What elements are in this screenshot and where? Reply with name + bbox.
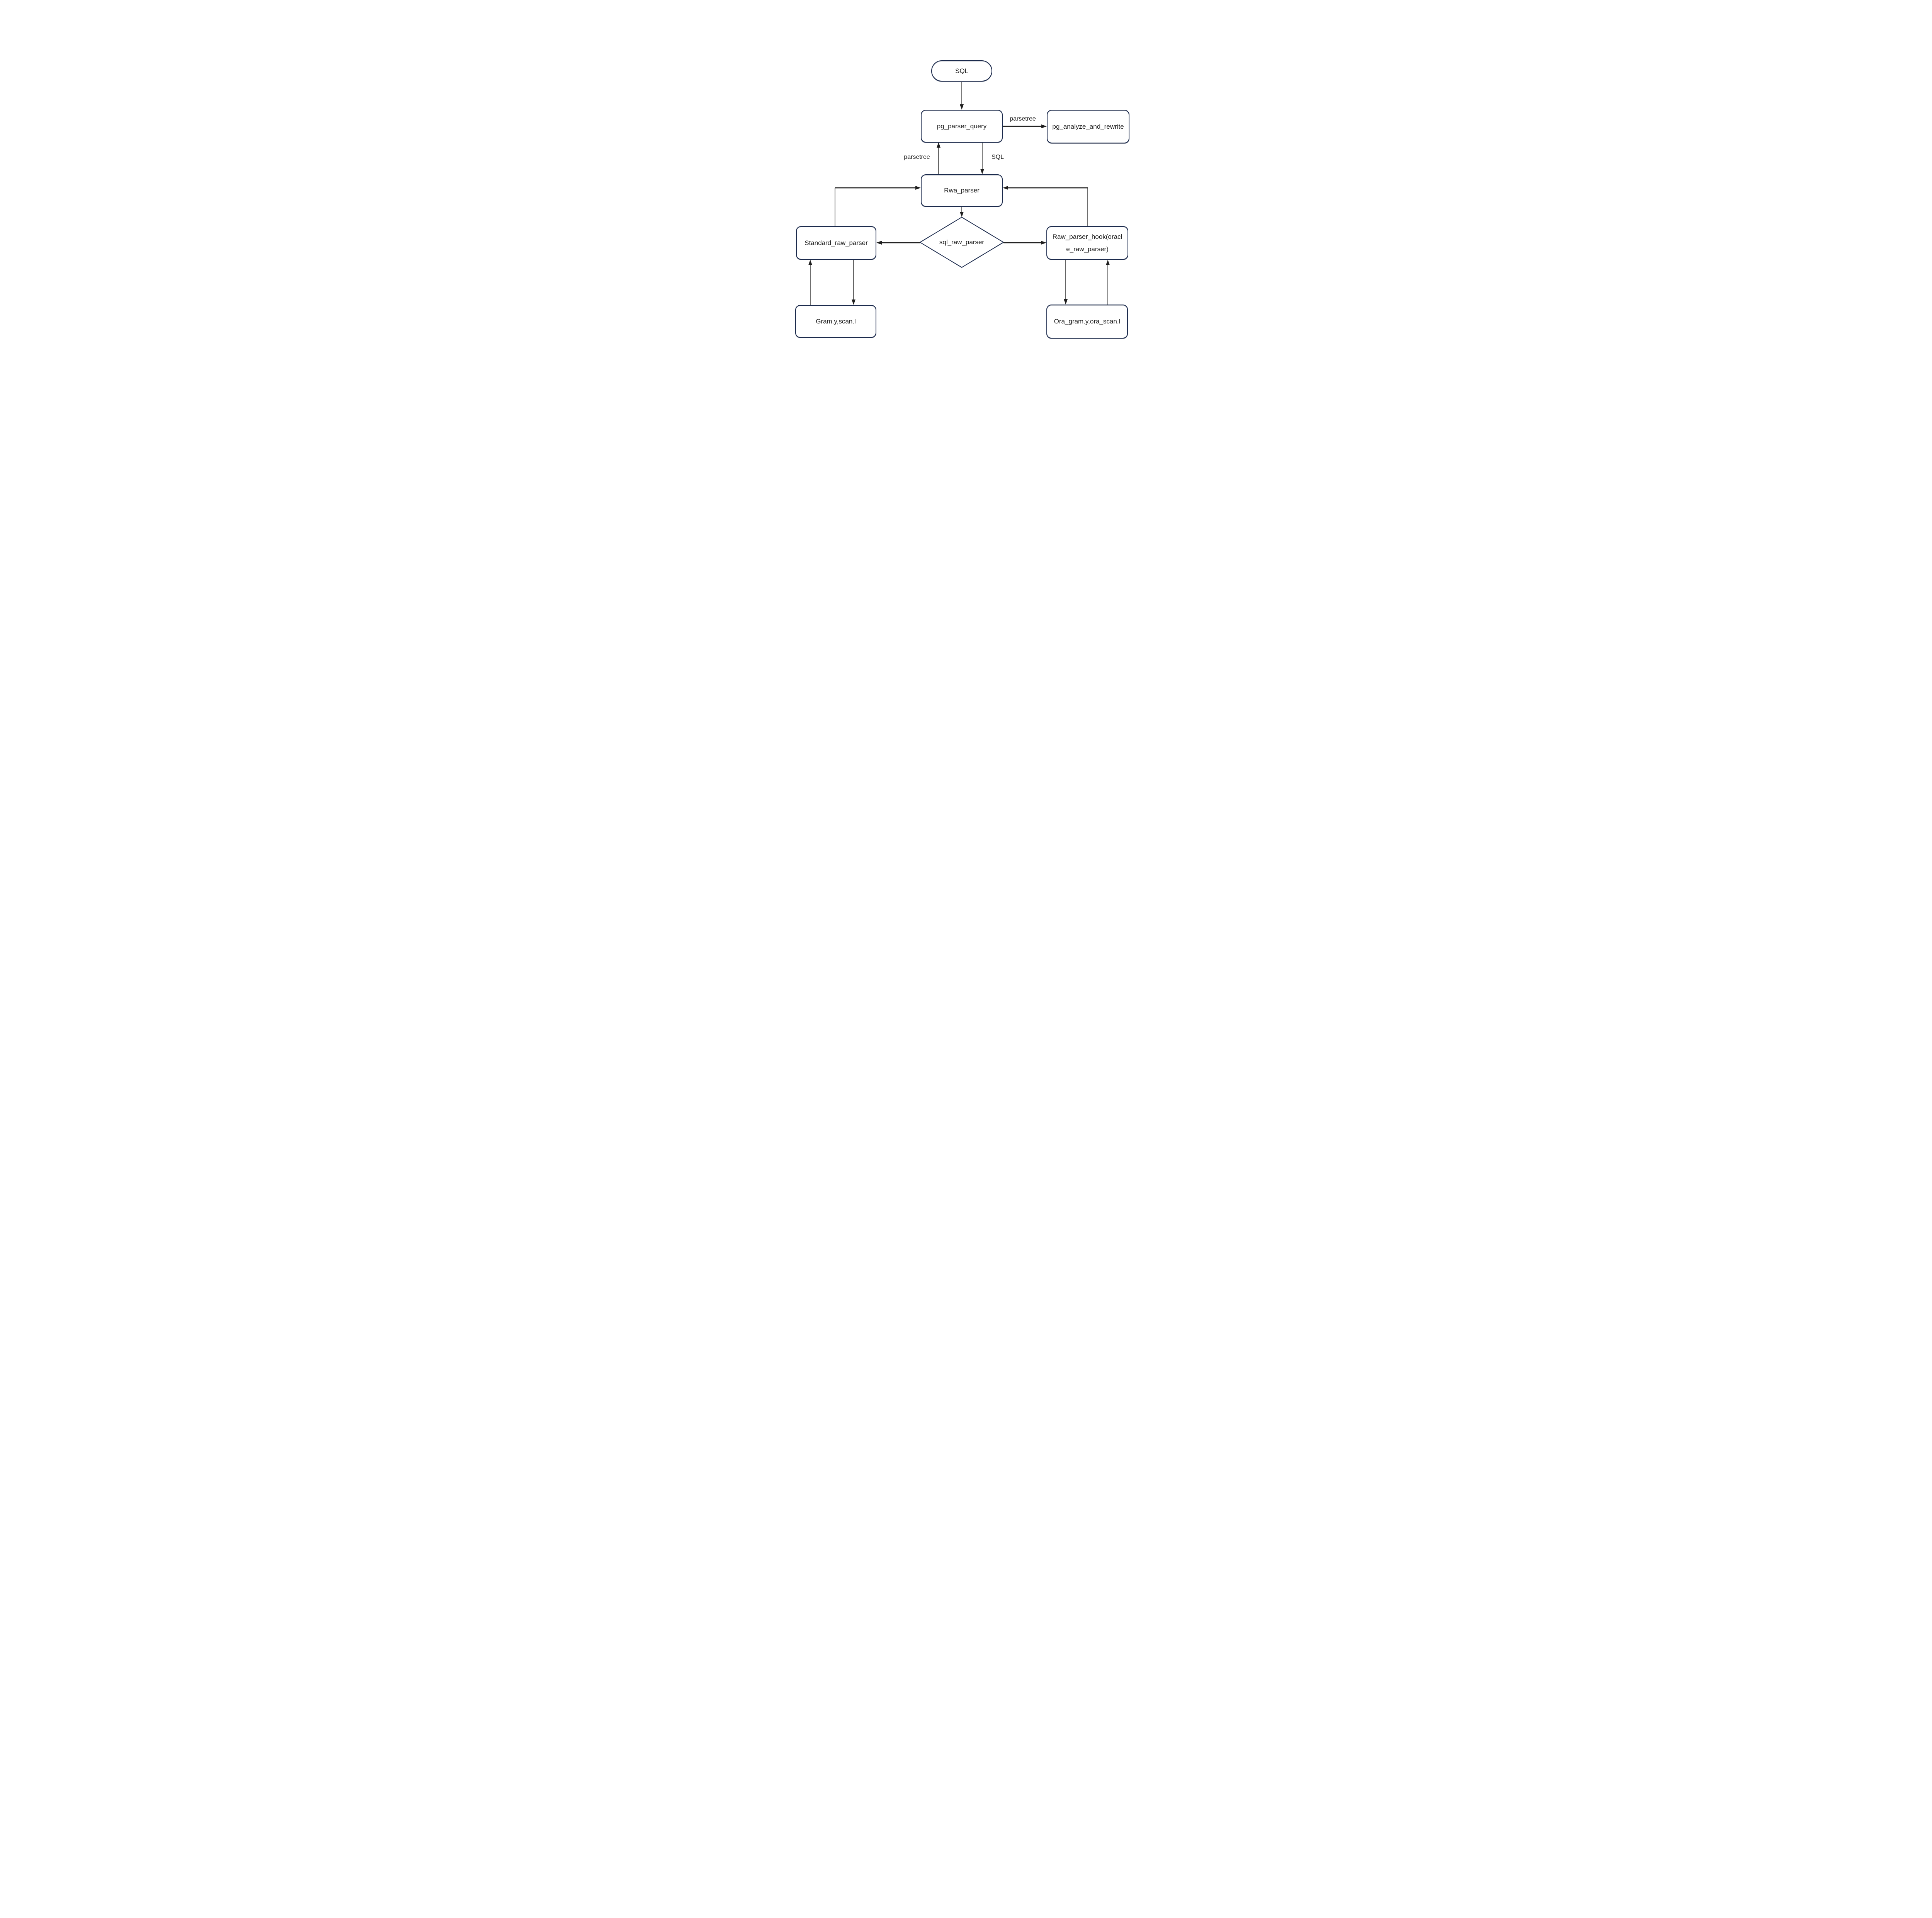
arrowhead-down-icon — [852, 300, 855, 305]
arrowhead-right-icon — [915, 186, 921, 190]
node-ora-gram-scan: Ora_gram.y,ora_scan.l — [1046, 305, 1128, 339]
node-gram-scan: Gram.y,scan.l — [795, 305, 876, 338]
edge-label-parsetree-mid: parsetree — [904, 154, 930, 160]
node-pg-analyze-and-rewrite: pg_analyze_and_rewrite — [1047, 110, 1129, 143]
arrowhead-left-icon — [876, 241, 882, 245]
arrowhead-down-icon — [960, 212, 964, 217]
arrowhead-right-icon — [1041, 241, 1046, 245]
arrowhead-up-icon — [808, 260, 812, 265]
node-raw-parser-hook: Raw_parser_hook(oracle_raw_parser) — [1046, 226, 1128, 260]
edge-label-parsetree-top: parsetree — [1010, 116, 1036, 122]
arrowhead-up-icon — [937, 142, 940, 148]
arrowhead-down-icon — [1064, 299, 1068, 305]
diagram-canvas: SQL pg_parser_query pg_analyze_and_rewri… — [665, 0, 1267, 426]
node-sql-input: SQL — [931, 60, 992, 82]
arrowhead-right-icon — [1041, 124, 1047, 128]
arrowhead-left-icon — [1003, 186, 1008, 190]
node-sql-raw-parser: sql_raw_parser — [939, 238, 985, 246]
node-rwa-parser: Rwa_parser — [921, 174, 1003, 207]
arrowhead-down-icon — [960, 104, 964, 110]
arrowhead-up-icon — [1106, 260, 1110, 265]
edge-label-sql-mid: SQL — [991, 154, 1004, 160]
connector-layer — [808, 82, 1110, 305]
arrowhead-down-icon — [980, 169, 984, 174]
node-pg-parser-query: pg_parser_query — [921, 110, 1003, 143]
node-standard-raw-parser: Standard_raw_parser — [796, 226, 876, 260]
